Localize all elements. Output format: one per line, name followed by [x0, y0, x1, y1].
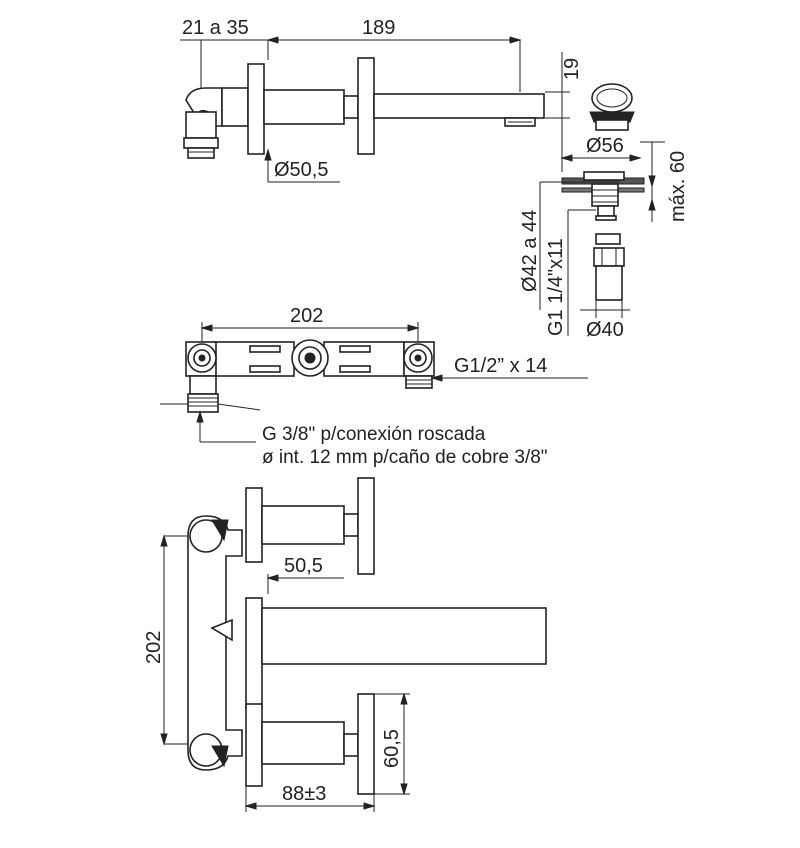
dim-drain-dia: Ø56 — [586, 135, 624, 157]
drain-detail: Ø56 máx. 60 Ø42 a 44 G1 1/4"x11 Ø4 — [519, 83, 689, 341]
dim-thread: G1 1/4"x11 — [545, 238, 567, 336]
plan-view: 202 G1/2” x 14 — [160, 305, 588, 468]
note-connection-thread: G 3/8" p/conexión roscada — [262, 424, 486, 445]
dim-depth: 88±3 — [282, 783, 326, 805]
chain-ring — [591, 83, 633, 113]
dim-spout-drop: 19 — [561, 58, 583, 80]
dim-plate-dia: Ø50,5 — [274, 159, 328, 181]
dim-spout-length: 189 — [362, 17, 395, 39]
note-copper-pipe: ø int. 12 mm p/caño de cobre 3/8" — [262, 447, 548, 468]
dim-front-height: 202 — [143, 631, 165, 664]
dim-plate-offset: 50,5 — [284, 555, 323, 577]
dim-connection-thread: G1/2” x 14 — [454, 355, 547, 377]
dim-handle-offset: 60,5 — [381, 729, 403, 768]
front-view: 202 50,5 60,5 — [143, 477, 547, 812]
dim-valve-spacing: 202 — [290, 305, 323, 327]
dim-wall-range: 21 a 35 — [182, 17, 249, 39]
dim-waste-dia: Ø40 — [586, 319, 624, 341]
side-view: 21 a 35 189 19 Ø50,5 — [180, 17, 583, 183]
dim-hole-dia: Ø42 a 44 — [519, 210, 541, 292]
dim-max-thickness: máx. 60 — [667, 151, 689, 222]
